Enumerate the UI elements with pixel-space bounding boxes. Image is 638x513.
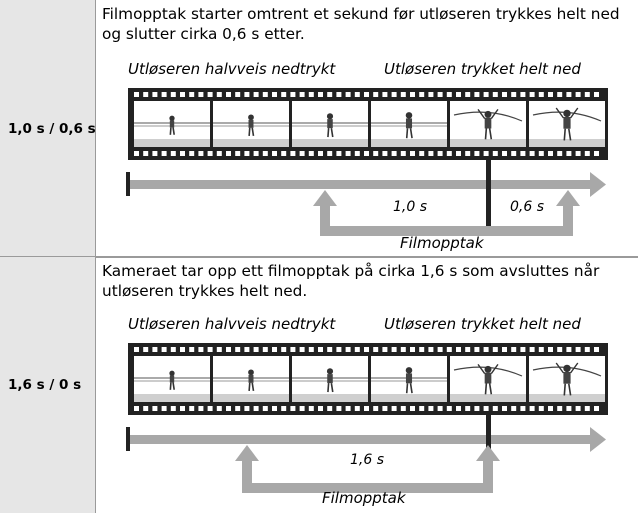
film-frame	[134, 101, 210, 147]
after-duration-label: 0,6 s	[510, 199, 545, 215]
filmstrip	[128, 88, 608, 160]
timeline	[126, 160, 606, 236]
mode-row-1-6-0: 1,6 s / 0 s Kameraet tar opp ett filmopp…	[0, 257, 638, 513]
mode-label-cell: 1,6 s / 0 s	[0, 257, 96, 513]
film-frame	[450, 101, 526, 147]
mode-label: 1,6 s / 0 s	[8, 377, 82, 393]
film-frame	[292, 356, 368, 402]
before-duration-label: 1,6 s	[350, 452, 385, 468]
film-frame	[213, 101, 289, 147]
before-duration-label: 1,0 s	[393, 199, 428, 215]
film-frame	[213, 356, 289, 402]
mode-label-cell: 1,0 s / 0,6 s	[0, 0, 96, 257]
mode-description: Kameraet tar opp ett filmopptak på cirka…	[102, 262, 600, 300]
filmstrip-diagram-2	[126, 343, 608, 493]
arrow-up-icon	[235, 445, 259, 461]
film-frame	[134, 356, 210, 402]
film-frame	[529, 356, 605, 402]
film-frame	[371, 356, 447, 402]
caption-half-pressed: Utløseren halvveis nedtrykt	[128, 315, 336, 333]
film-frame	[529, 101, 605, 147]
film-frame	[371, 101, 447, 147]
caption-half-pressed: Utløseren halvveis nedtrykt	[128, 60, 336, 78]
movie-label: Filmopptak	[400, 234, 484, 252]
mode-label: 1,0 s / 0,6 s	[8, 120, 96, 137]
caption-full-pressed: Utløseren trykket helt ned	[384, 315, 581, 333]
timeline	[126, 415, 606, 493]
arrow-up-icon	[476, 445, 500, 461]
movie-label: Filmopptak	[322, 489, 406, 507]
filmstrip-diagram-1	[126, 88, 608, 236]
mode-row-1-0-0-6: 1,0 s / 0,6 s Filmopptak starter omtrent…	[0, 0, 620, 257]
film-frame	[450, 356, 526, 402]
caption-full-pressed: Utløseren trykket helt ned	[384, 60, 581, 78]
arrow-up-icon	[556, 190, 580, 206]
full-press-marker	[486, 415, 491, 455]
row-divider	[0, 256, 638, 258]
arrow-up-icon	[313, 190, 337, 206]
film-frame	[292, 101, 368, 147]
arrow-right-icon	[590, 172, 606, 197]
arrow-right-icon	[590, 427, 606, 452]
filmstrip	[128, 343, 608, 415]
mode-description: Filmopptak starter omtrent et sekund før…	[102, 5, 620, 43]
full-press-marker	[486, 160, 491, 228]
